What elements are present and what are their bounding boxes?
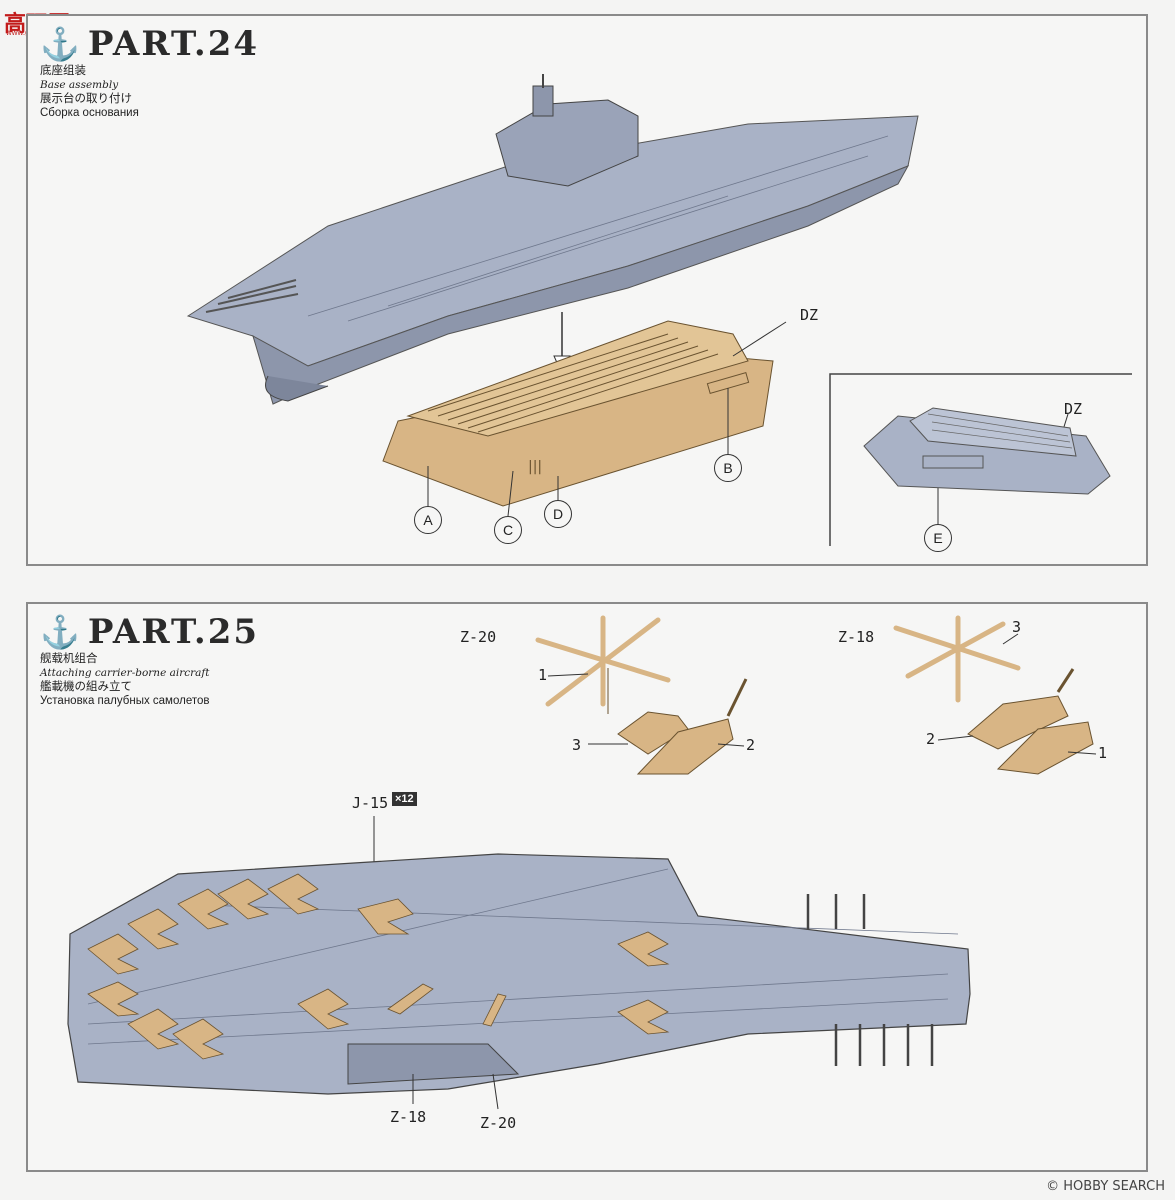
part24-subtitle-zh: 底座组装 bbox=[40, 65, 86, 77]
part25-subtitle-zh: 舰载机组合 bbox=[40, 653, 98, 665]
dz-main-label: DZ bbox=[800, 306, 819, 324]
carrier-side-view bbox=[186, 74, 919, 405]
j15-label: J-15 bbox=[352, 794, 389, 812]
anchor-icon: ⚓ bbox=[40, 25, 82, 63]
part24-header: ⚓ PART.24 底座组装 Base assembly 展示台の取り付け Сб… bbox=[40, 24, 259, 120]
part25-header: ⚓ PART.25 舰载机组合 Attaching carrier-borne … bbox=[40, 612, 259, 708]
part25-illustration bbox=[67, 615, 1097, 1110]
part25-subtitle-en: Attaching carrier-borne aircraft bbox=[40, 667, 210, 679]
z20-label: Z-20 bbox=[460, 628, 497, 646]
z18-part3: 3 bbox=[1012, 618, 1022, 636]
z20-assembly bbox=[535, 615, 748, 775]
anchor-icon: ⚓ bbox=[40, 613, 82, 651]
deck-z18-label: Z-18 bbox=[390, 1108, 427, 1126]
callout-c: C bbox=[494, 516, 522, 544]
z20-part1: 1 bbox=[538, 666, 548, 684]
callout-d: D bbox=[544, 500, 572, 528]
carrier-deck-top bbox=[67, 853, 971, 1095]
callout-a: A bbox=[414, 506, 442, 534]
callout-b: B bbox=[714, 454, 742, 482]
deck-z20-label: Z-20 bbox=[480, 1114, 517, 1132]
z18-part1: 1 bbox=[1098, 744, 1108, 762]
j15-count-badge: ×12 bbox=[392, 792, 417, 806]
z18-part2: 2 bbox=[926, 730, 936, 748]
part24-title: PART.24 bbox=[87, 24, 260, 64]
dz-alt-label: DZ bbox=[1064, 400, 1083, 418]
z20-part2: 2 bbox=[746, 736, 756, 754]
display-base-alt bbox=[863, 407, 1111, 495]
part25-panel: ⚓ PART.25 舰载机组合 Attaching carrier-borne … bbox=[26, 602, 1148, 1172]
part24-panel: ⚓ PART.24 底座组装 Base assembly 展示台の取り付け Сб… bbox=[26, 14, 1148, 566]
part24-subtitle-ru: Сборка основания bbox=[40, 107, 139, 119]
part24-subtitle-ja: 展示台の取り付け bbox=[40, 93, 132, 105]
z20-part3: 3 bbox=[572, 736, 582, 754]
z18-label: Z-18 bbox=[838, 628, 875, 646]
part25-subtitle-ru: Установка палубных самолетов bbox=[40, 695, 210, 707]
z18-assembly bbox=[893, 615, 1094, 775]
display-base-dz: ||| bbox=[382, 320, 774, 507]
svg-text:|||: ||| bbox=[528, 459, 542, 475]
part24-subtitle-en: Base assembly bbox=[40, 79, 119, 91]
hobby-search-watermark: © HOBBY SEARCH bbox=[1046, 1179, 1165, 1194]
part25-title: PART.25 bbox=[87, 612, 260, 652]
callout-e: E bbox=[924, 524, 952, 552]
part25-subtitle-ja: 艦載機の組み立て bbox=[40, 681, 132, 693]
part24-illustration: ||| bbox=[186, 74, 1132, 546]
